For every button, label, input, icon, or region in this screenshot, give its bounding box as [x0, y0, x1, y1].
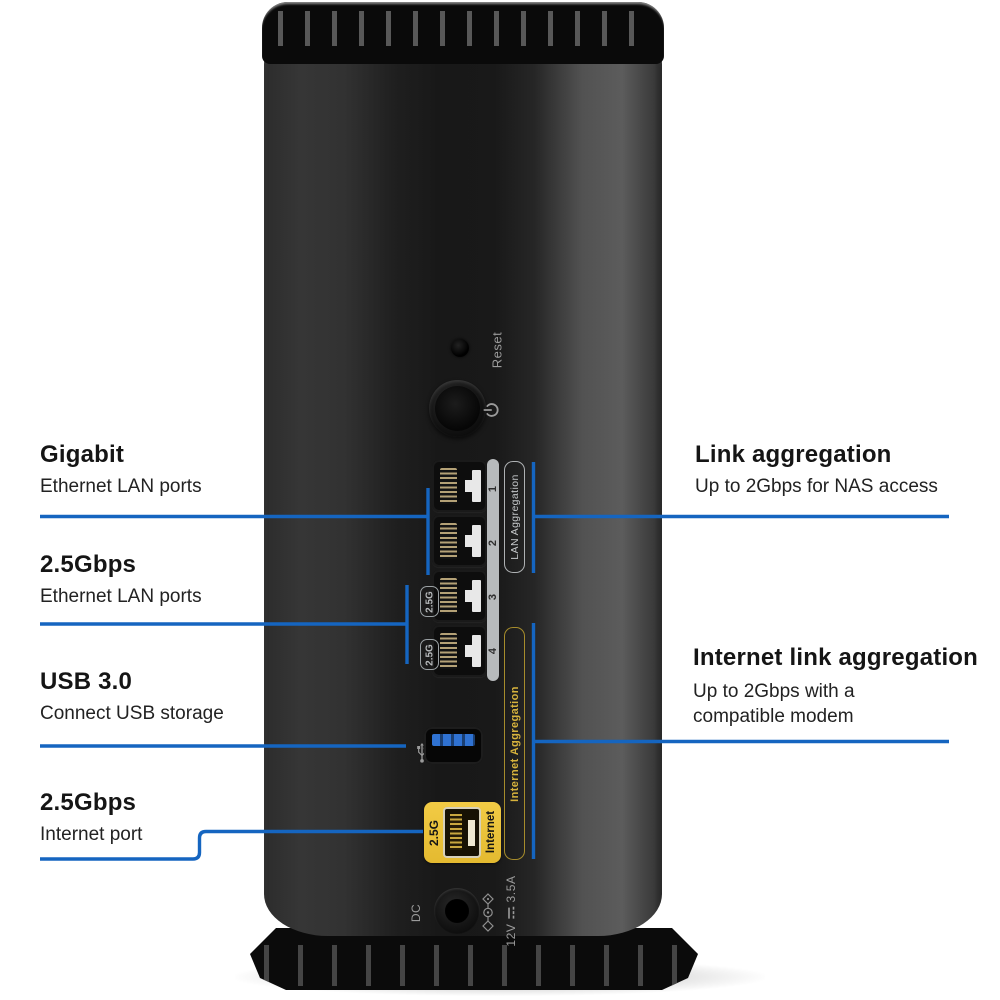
rj45-pins	[440, 468, 457, 504]
dc-pin-highlight	[455, 909, 459, 913]
callout-subtitle: Up to 2Gbps for NAS access	[695, 476, 938, 497]
speed-badge-2-5g-port4: 2.5G	[420, 639, 439, 670]
internet-aggregation-badge: Internet Aggregation	[504, 627, 525, 860]
callout-title: 2.5Gbps	[40, 551, 137, 578]
callout-title: Gigabit	[40, 441, 125, 468]
dc-rating: 12V 3.5A	[504, 875, 518, 946]
rj45-latch	[468, 820, 475, 846]
callout-subtitle: Ethernet LAN ports	[40, 586, 202, 607]
port-number-4: 4	[487, 647, 499, 655]
rj45-pins	[450, 814, 462, 850]
callout-title: 2.5Gbps	[40, 789, 137, 816]
port-number-1: 1	[487, 485, 499, 493]
dc-power-jack	[434, 888, 480, 934]
dc-label: DC	[409, 903, 423, 923]
speed-badge-label: 2.5G	[424, 590, 435, 613]
rj45-latch	[465, 635, 481, 667]
lan-aggregation-badge: LAN Aggregation	[504, 461, 525, 573]
usb-icon	[417, 743, 427, 763]
usb-port	[424, 727, 483, 764]
internet-aggregation-label: Internet Aggregation	[508, 685, 521, 802]
internet-speed-label: 2.5G	[427, 819, 441, 847]
rj45-pins	[440, 578, 457, 614]
bottom-vent-base	[250, 928, 698, 990]
callout-title: Internet link aggregation	[693, 644, 979, 671]
port-number-3: 3	[487, 593, 499, 601]
callout-subtitle-line2: compatible modem	[693, 706, 854, 727]
lan-aggregation-label: LAN Aggregation	[508, 474, 521, 560]
rj45-latch	[465, 525, 481, 557]
callout-subtitle: Up to 2Gbps with a	[693, 681, 855, 702]
bottom-vent-notches	[264, 945, 684, 986]
reset-pinhole	[451, 339, 469, 357]
speed-badge-2-5g-port3: 2.5G	[420, 586, 439, 617]
callout-internet-link-aggregation: Internet link aggregation Up to 2Gbps wi…	[693, 644, 978, 728]
top-vent-crown	[262, 2, 664, 64]
rj45-latch	[465, 580, 481, 612]
callout-2-5gbps-lan-ports: 2.5Gbps Ethernet LAN ports	[40, 551, 202, 608]
callout-title: USB 3.0	[40, 668, 133, 695]
callout-gigabit-lan-ports: Gigabit Ethernet LAN ports	[40, 441, 202, 498]
lan-port-1	[432, 460, 487, 512]
speed-badge-label: 2.5G	[424, 643, 435, 666]
rj45-pins	[440, 633, 457, 669]
lan-port-3	[432, 570, 487, 622]
port-number-bar	[487, 459, 499, 681]
rj45-pins	[440, 523, 457, 559]
power-button	[429, 380, 486, 437]
rj45-latch	[465, 470, 481, 502]
callout-link-aggregation: Link aggregation Up to 2Gbps for NAS acc…	[695, 441, 938, 498]
callout-subtitle: Connect USB storage	[40, 703, 224, 724]
power-icon	[483, 403, 499, 417]
top-vent-slots	[278, 11, 648, 46]
callout-subtitle: Internet port	[40, 824, 143, 845]
callout-usb-storage: USB 3.0 Connect USB storage	[40, 668, 224, 725]
callout-2-5gbps-internet-port: 2.5Gbps Internet port	[40, 789, 142, 846]
internet-port	[424, 802, 501, 863]
dc-symbol-icon	[508, 906, 515, 919]
polarity-icon	[482, 893, 494, 932]
port-number-2: 2	[487, 539, 499, 547]
lan-port-2	[432, 515, 487, 567]
amperage-label: 3.5A	[504, 875, 518, 903]
lan-port-4	[432, 625, 487, 677]
usb-connector-tongue	[432, 734, 475, 746]
callout-subtitle: Ethernet LAN ports	[40, 476, 202, 497]
voltage-label: 12V	[504, 923, 518, 947]
internet-port-label: Internet	[485, 810, 497, 854]
callout-title: Link aggregation	[695, 441, 892, 468]
internet-rj45-jack	[443, 807, 481, 858]
reset-label: Reset	[489, 331, 505, 369]
